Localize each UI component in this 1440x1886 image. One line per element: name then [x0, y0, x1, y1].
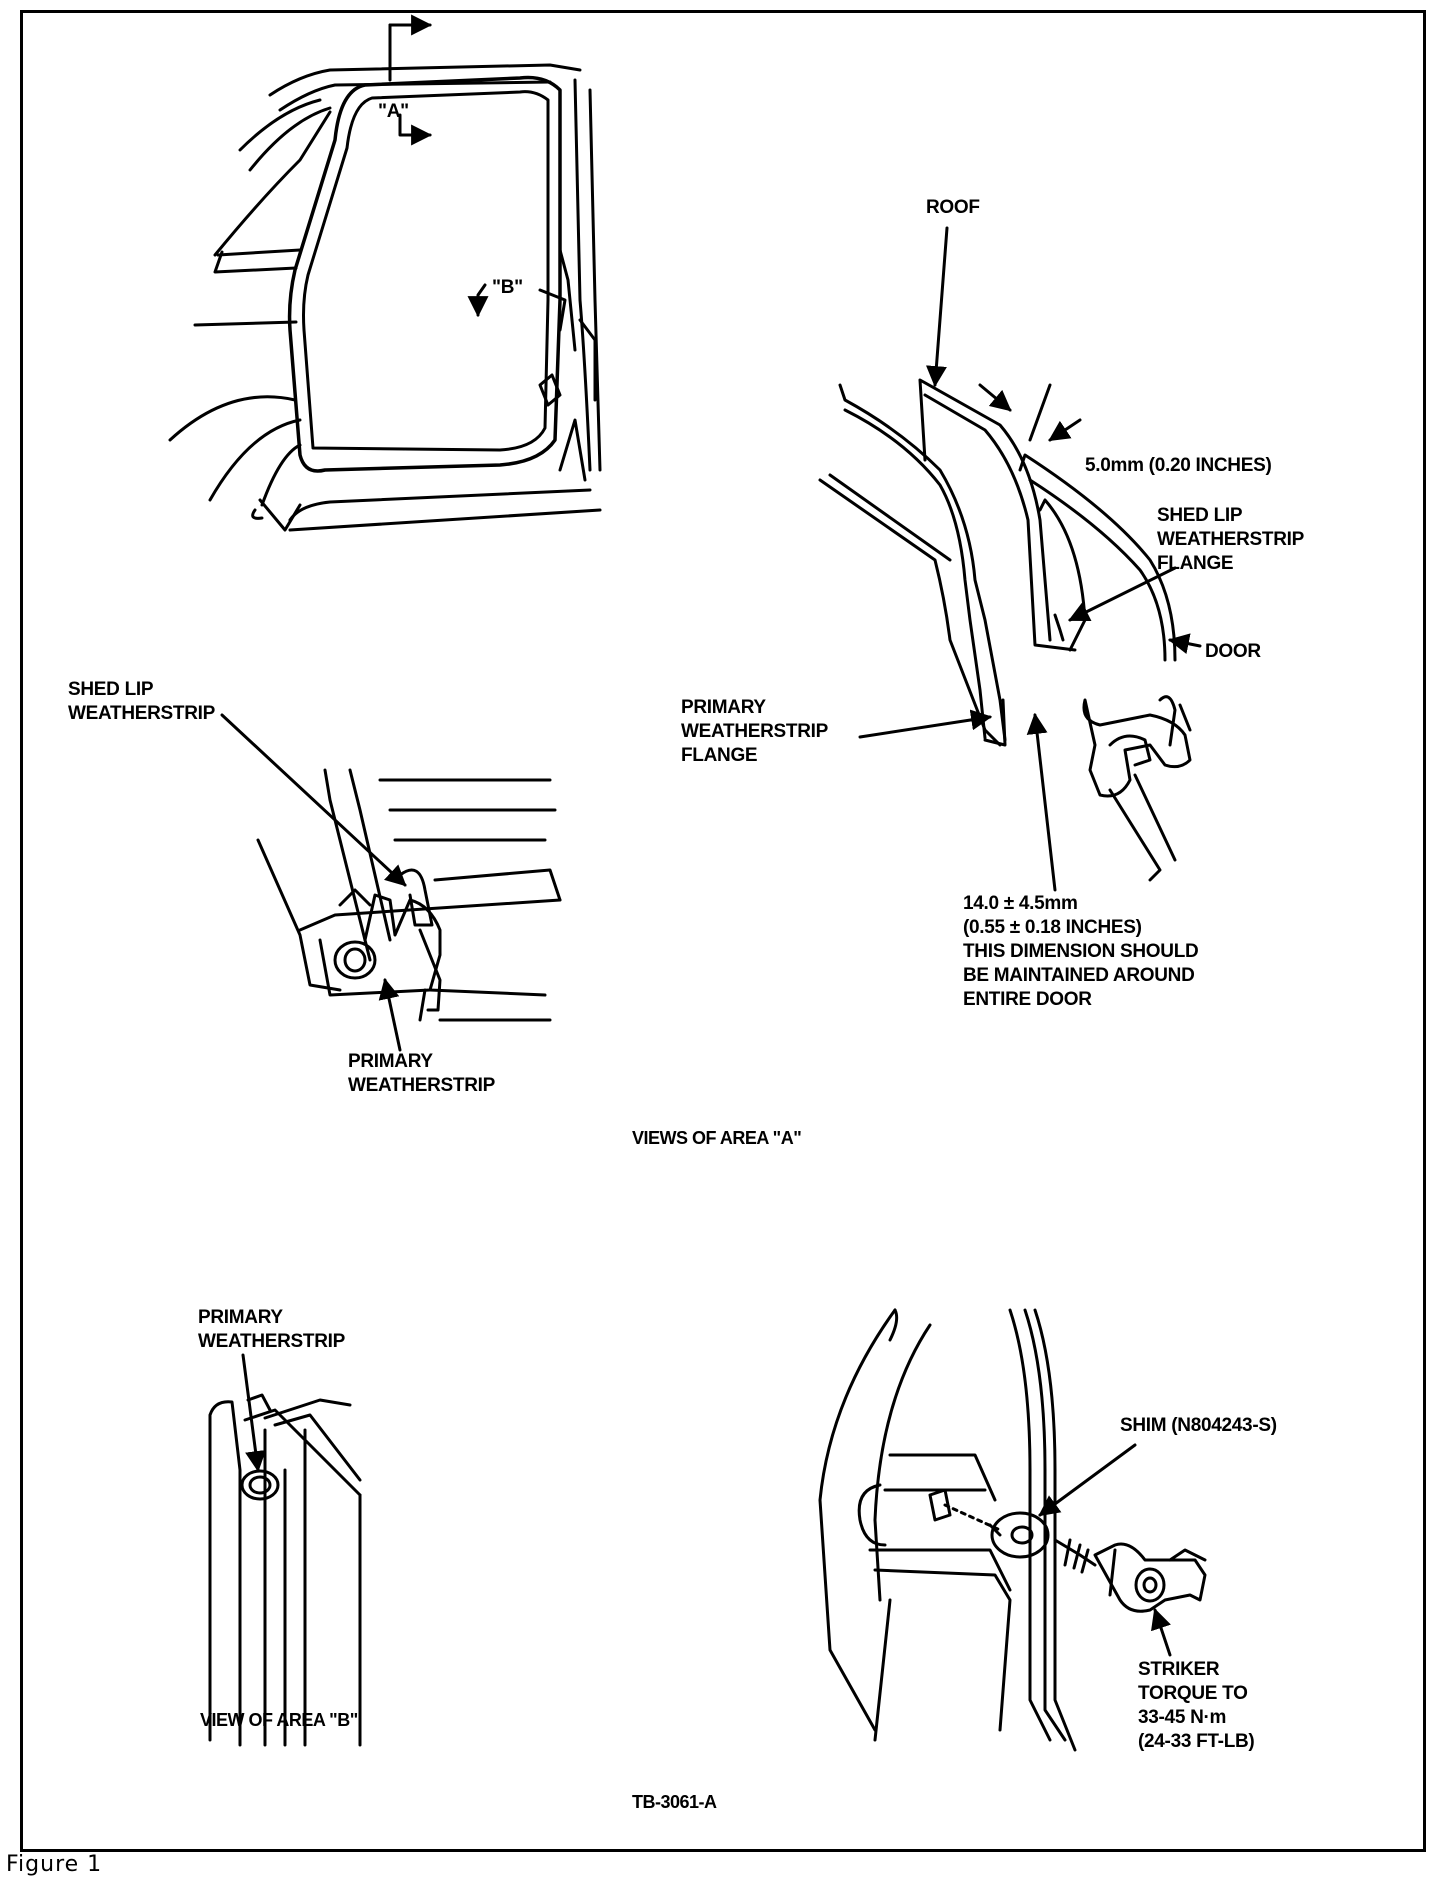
figure-border — [20, 10, 1426, 1852]
marker-a-label: "A" — [378, 101, 409, 122]
primary-weatherstrip-label-b: PRIMARY WEATHERSTRIP — [198, 1307, 345, 1352]
door-label: DOOR — [1205, 641, 1261, 662]
view-area-b-caption: VIEW OF AREA "B" — [200, 1710, 358, 1730]
section-view-a-profile — [818, 378, 1192, 882]
figure-code: TB-3061-A — [632, 1792, 717, 1812]
marker-b-label: "B" — [492, 277, 523, 298]
figure-caption: Figure 1 — [6, 1852, 103, 1877]
roof-label: ROOF — [926, 197, 980, 218]
striker-label: STRIKER TORQUE TO 33-45 N·m (24-33 FT-LB… — [1138, 1659, 1255, 1752]
vehicle-side-view — [168, 63, 602, 532]
gap-dimension-label: 5.0mm (0.20 INCHES) — [1085, 455, 1272, 476]
section-marker-a-arrows — [388, 14, 433, 146]
dimension-note: 14.0 ± 4.5mm (0.55 ± 0.18 INCHES) THIS D… — [963, 893, 1199, 1010]
area-b-leader — [241, 1353, 266, 1473]
primary-weatherstrip-label-a: PRIMARY WEATHERSTRIP — [348, 1051, 495, 1096]
section-marker-b-arrows — [467, 283, 567, 332]
striker-view-leaders — [1038, 1443, 1172, 1657]
views-area-a-caption: VIEWS OF AREA "A" — [632, 1128, 802, 1148]
striker-view — [818, 1308, 1207, 1752]
primary-flange-label: PRIMARY WEATHERSTRIP FLANGE — [681, 697, 828, 766]
shed-lip-flange-label: SHED LIP WEATHERSTRIP FLANGE — [1157, 505, 1304, 574]
section-view-a-leaders — [858, 226, 1202, 892]
shed-lip-perspective — [256, 768, 562, 1022]
area-b-view — [208, 1393, 362, 1747]
shed-lip-weatherstrip-label: SHED LIP WEATHERSTRIP — [68, 679, 215, 724]
shed-lip-leaders — [220, 713, 407, 1052]
shim-label: SHIM (N804243-S) — [1120, 1415, 1277, 1436]
